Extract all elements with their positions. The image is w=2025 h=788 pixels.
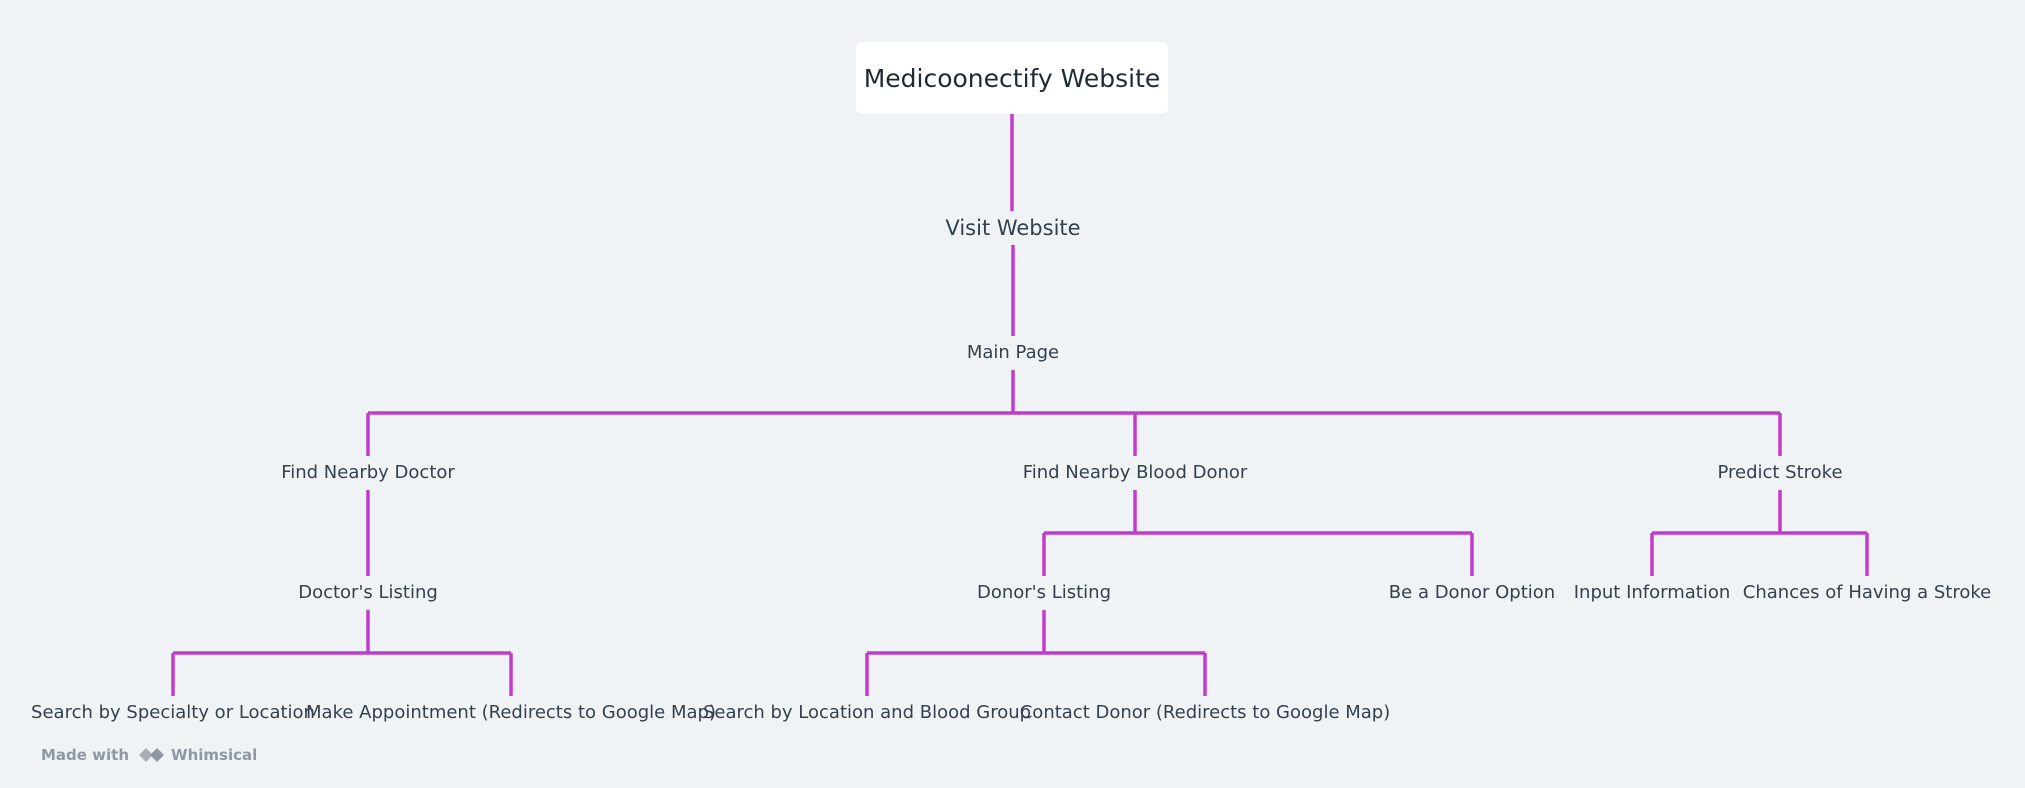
root-node-label: Medicoonectify Website [863,63,1161,93]
node-visit-website[interactable]: Visit Website [939,215,1086,241]
node-label: Chances of Having a Stroke [1742,582,1992,603]
node-label: Input Information [1573,582,1731,603]
made-with-label: Made with [41,746,130,764]
node-label: Main Page [966,342,1060,363]
whimsical-brand-label: Whimsical [171,746,258,764]
whimsical-logo-icon [139,748,165,762]
node-label: Doctor's Listing [298,582,438,603]
connector-donor-listing [865,610,1207,696]
node-label: Visit Website [945,216,1081,240]
connector-stroke [1650,490,1869,576]
node-label: Contact Donor (Redirects to Google Map) [1019,702,1391,723]
node-donors-listing[interactable]: Donor's Listing [971,580,1117,606]
node-main-page[interactable]: Main Page [961,340,1065,366]
connector-doctor-listing [171,610,513,696]
node-chances-of-stroke[interactable]: Chances of Having a Stroke [1737,580,1997,606]
node-input-information[interactable]: Input Information [1568,580,1737,606]
node-predict-stroke[interactable]: Predict Stroke [1711,460,1848,486]
node-label: Donor's Listing [976,582,1112,603]
node-make-appointment[interactable]: Make Appointment (Redirects to Google Ma… [300,700,722,726]
root-node[interactable]: Medicoonectify Website [856,42,1168,114]
node-find-nearby-blood-donor[interactable]: Find Nearby Blood Donor [1017,460,1254,486]
node-doctors-listing[interactable]: Doctor's Listing [292,580,444,606]
node-label: Find Nearby Doctor [281,462,455,483]
node-label: Be a Donor Option [1388,582,1556,603]
node-find-nearby-doctor[interactable]: Find Nearby Doctor [275,460,461,486]
connector-donor [1042,490,1474,576]
node-search-by-blood-group[interactable]: Search by Location and Blood Group [697,700,1037,726]
node-label: Search by Specialty or Location [31,702,315,723]
node-label: Find Nearby Blood Donor [1022,462,1248,483]
node-label: Make Appointment (Redirects to Google Ma… [306,702,716,723]
node-be-a-donor-option[interactable]: Be a Donor Option [1383,580,1561,606]
node-label: Search by Location and Blood Group [702,702,1032,723]
connector-main [366,370,1782,456]
node-label: Predict Stroke [1717,462,1843,483]
node-search-by-specialty[interactable]: Search by Specialty or Location [25,700,321,726]
whimsical-brand: Whimsical [137,746,257,764]
node-contact-donor[interactable]: Contact Donor (Redirects to Google Map) [1014,700,1397,726]
whimsical-watermark[interactable]: Made with Whimsical [41,746,257,764]
